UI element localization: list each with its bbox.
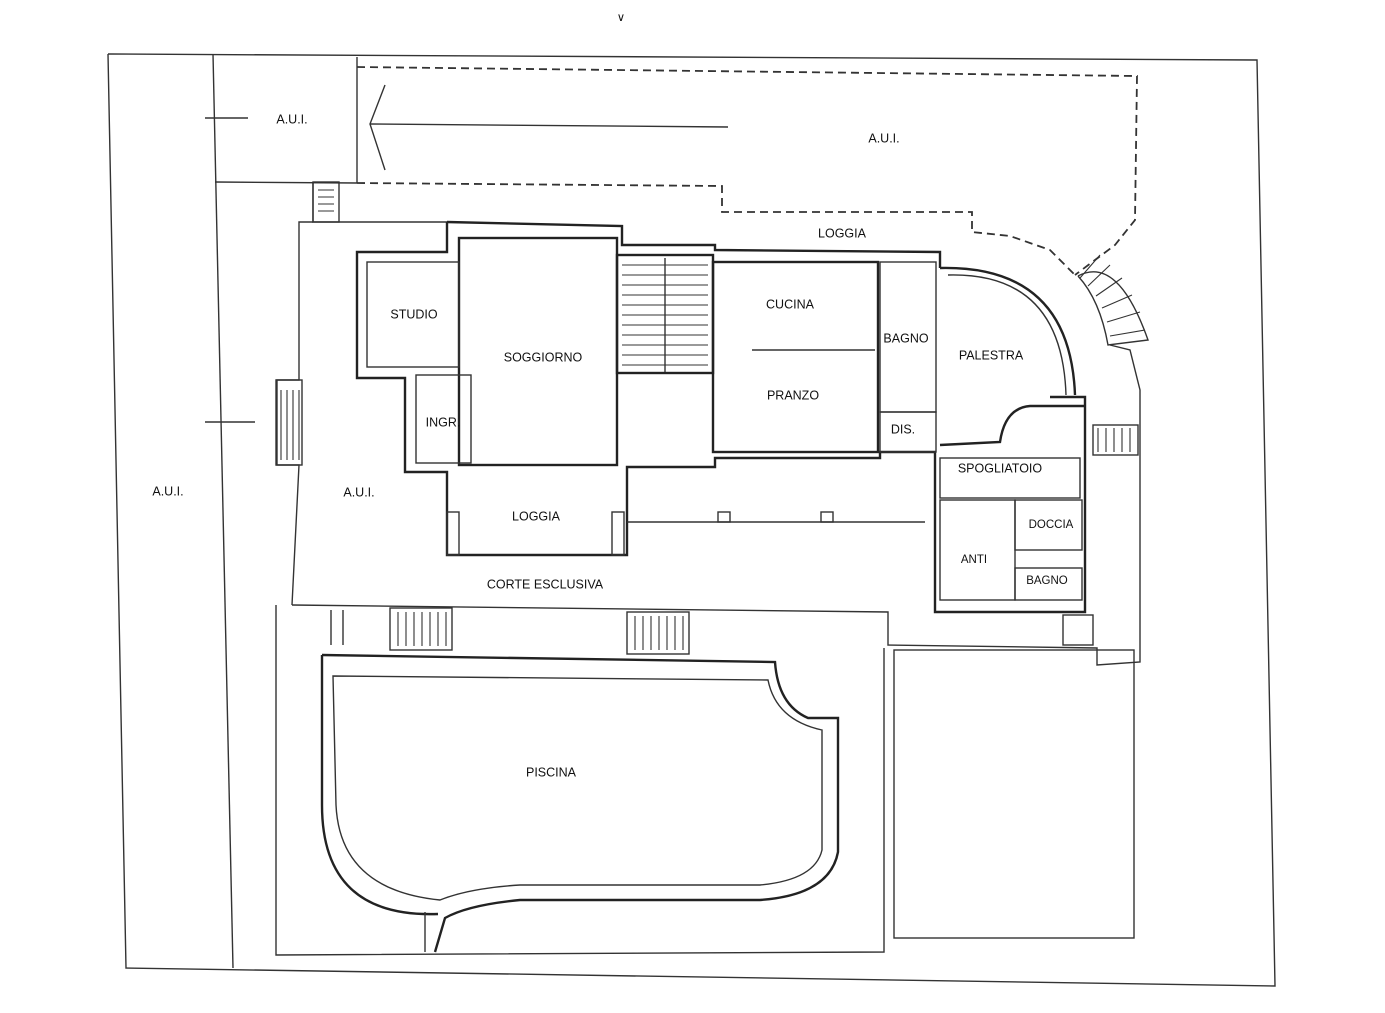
label-dis: DIS. — [891, 422, 915, 436]
label-loggia-bottom: LOGGIA — [512, 509, 561, 523]
label-doccia: DOCCIA — [1029, 519, 1074, 531]
label-cucina: CUCINA — [766, 297, 815, 311]
label-aui-center: A.U.I. — [343, 485, 374, 499]
pool-area — [275, 605, 1135, 956]
label-loggia-top: LOGGIA — [818, 226, 867, 240]
orientation-mark: ∨ — [617, 12, 625, 24]
property-boundary — [107, 53, 1276, 987]
upper-dashed-area — [356, 66, 1138, 276]
label-aui-left: A.U.I. — [152, 484, 183, 498]
pool-stairs — [389, 424, 1139, 655]
label-spogliatoio: SPOGLIATOIO — [958, 461, 1043, 475]
label-pranzo: PRANZO — [767, 388, 819, 402]
label-bagno-top: BAGNO — [883, 331, 928, 345]
label-piscina: PISCINA — [526, 765, 577, 779]
house-walls — [355, 220, 1087, 614]
label-palestra: PALESTRA — [959, 348, 1024, 362]
court-perimeter — [275, 181, 1141, 666]
label-bagno-bottom: BAGNO — [1026, 575, 1068, 587]
label-corte: CORTE ESCLUSIVA — [487, 577, 604, 591]
label-soggiorno: SOGGIORNO — [504, 350, 583, 364]
curved-stair — [1077, 254, 1149, 346]
label-aui-top-left: A.U.I. — [276, 112, 307, 126]
label-studio: STUDIO — [390, 307, 438, 321]
label-ingresso: INGR. — [426, 415, 461, 429]
label-aui-top-right: A.U.I. — [868, 131, 899, 145]
label-anti: ANTI — [961, 554, 987, 566]
room-labels: A.U.I. A.U.I. A.U.I. A.U.I. LOGGIA STUDI… — [152, 112, 1073, 779]
